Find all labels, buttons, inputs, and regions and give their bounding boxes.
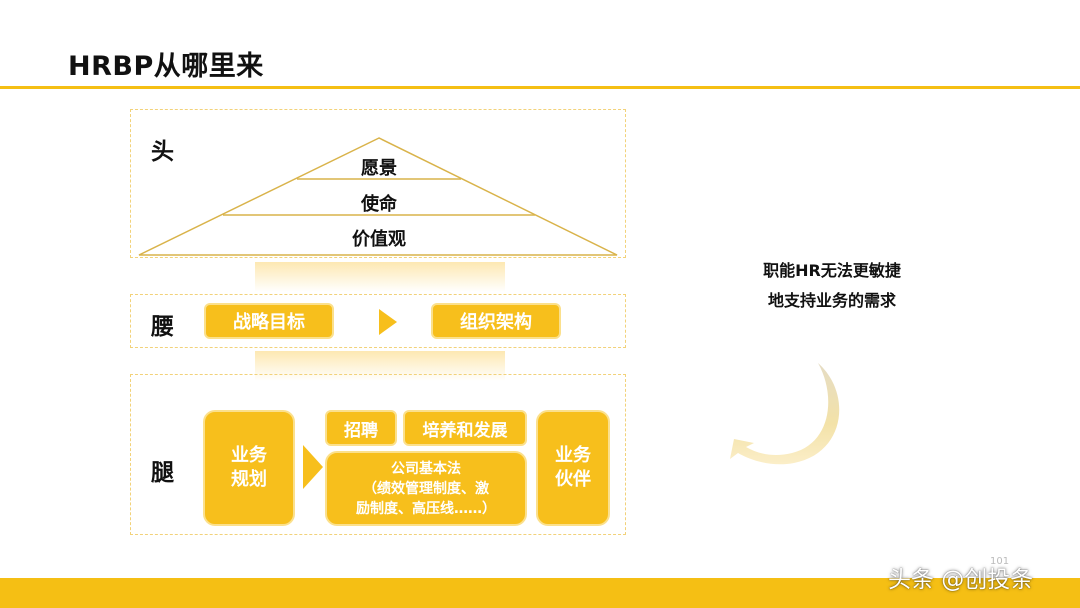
watermark: 头条 @创投条	[888, 567, 1034, 593]
leg-section: 腿 业务 规划 招聘 培养和发展 公司基本法 （绩效管理制度、激 励制度、高压线…	[130, 374, 626, 535]
curved-arrow-icon	[730, 363, 840, 465]
business-partner-box: 业务 伙伴	[536, 410, 610, 526]
recruiting-box: 招聘	[325, 410, 397, 446]
head-section: 头 愿景 使命 价值观	[130, 109, 626, 258]
arrow-right-icon	[379, 309, 397, 335]
pyramid-level-values: 价值观	[352, 229, 406, 250]
title-underline	[0, 86, 1080, 89]
training-development-box: 培养和发展	[403, 410, 527, 446]
waist-label: 腰	[151, 314, 174, 340]
arrow-right-icon	[303, 445, 323, 489]
pyramid-outline	[138, 137, 618, 256]
head-label: 头	[151, 139, 174, 165]
slide-title: HRBP从哪里来	[68, 51, 264, 82]
pyramid-level-vision: 愿景	[361, 158, 397, 179]
company-basic-law-box: 公司基本法 （绩效管理制度、激 励制度、高压线……）	[325, 451, 527, 526]
page-number: 101	[990, 556, 1010, 567]
side-note: 职能HR无法更敏捷 地支持业务的需求	[763, 261, 901, 310]
leg-label: 腿	[151, 460, 174, 486]
waist-section: 腰 战略目标 组织架构	[130, 294, 626, 348]
org-structure-box: 组织架构	[431, 303, 561, 339]
pyramid-level-mission: 使命	[361, 194, 397, 215]
footer-bar	[0, 578, 1080, 608]
business-planning-box: 业务 规划	[203, 410, 295, 526]
connector-fade-2	[255, 351, 505, 381]
pyramid-diagram	[138, 137, 618, 256]
connector-fade-1	[255, 262, 505, 292]
strategy-goal-box: 战略目标	[204, 303, 334, 339]
